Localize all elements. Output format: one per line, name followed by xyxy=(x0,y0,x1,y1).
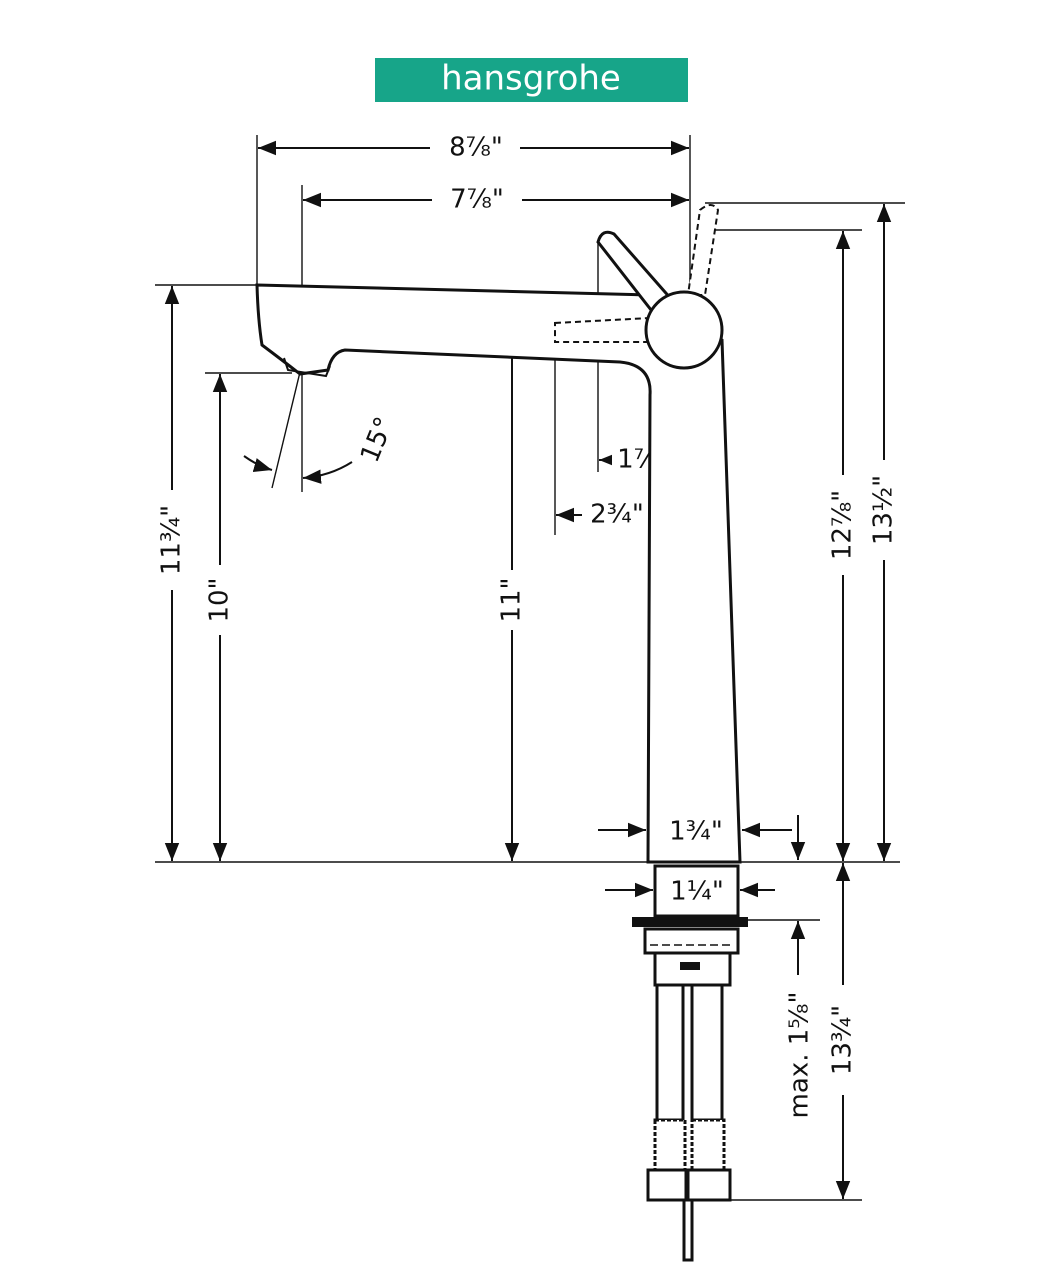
aerator xyxy=(283,357,331,378)
threaded-nut xyxy=(643,927,740,955)
hose-fitting-left xyxy=(653,1118,687,1172)
label-spray-angle: 15° xyxy=(355,413,400,467)
dimension-inner-spout-height: 11" xyxy=(496,324,528,861)
dimension-rod-offset: 2¾" xyxy=(556,500,689,530)
threaded-rod xyxy=(682,1198,694,1262)
dimension-handle-height: 12⅞" xyxy=(827,231,859,861)
dimension-max-deck-thickness: max. 1⅝" xyxy=(785,921,815,1118)
hose-fitting-right xyxy=(690,1118,726,1172)
lever-alternate-position xyxy=(686,204,720,296)
dimension-shank-diameter: 1¼" xyxy=(605,877,775,907)
dimension-base-diameter: 1¾" xyxy=(598,815,806,860)
label-handle-height: 12⅞" xyxy=(828,490,858,560)
label-spout-reach: 7⅞" xyxy=(450,185,504,215)
shank xyxy=(653,864,740,918)
label-rod-offset: 2¾" xyxy=(590,500,644,530)
logo-background xyxy=(375,58,688,102)
dimension-spout-outlet-height: 10" xyxy=(204,374,236,861)
hose-nut-left xyxy=(646,1168,688,1202)
label-total-height: 13½" xyxy=(869,475,899,545)
dimension-overall-width: 8⅞" xyxy=(258,132,689,164)
dimension-total-height: 13½" xyxy=(868,204,900,861)
label-base-diameter: 1¾" xyxy=(669,817,723,847)
mounting-plate xyxy=(632,917,748,927)
supply-hose-left xyxy=(655,983,685,1122)
label-overall-width: 8⅞" xyxy=(449,133,503,163)
supply-hose-right xyxy=(690,983,724,1122)
lever-handle xyxy=(596,230,675,318)
hose-nut-right xyxy=(686,1168,732,1202)
logo-text: hansgrohe xyxy=(441,59,621,99)
below-deck-assembly xyxy=(632,864,748,1262)
label-spout-outlet-height: 10" xyxy=(205,577,235,622)
dimension-below-deck-length: 13¾" xyxy=(827,863,859,1199)
label-spout-height-top: 11¾" xyxy=(157,505,187,575)
label-below-deck-length: 13¾" xyxy=(828,1005,858,1075)
dimension-spray-angle: 15° xyxy=(243,371,400,489)
label-shank-diameter: 1¼" xyxy=(670,877,724,907)
faucet-outline xyxy=(255,204,742,864)
hansgrohe-logo: hansgrohe xyxy=(375,58,688,102)
label-max-deck-thickness: max. 1⅝" xyxy=(785,992,815,1119)
dimension-spout-height-top: 11¾" xyxy=(156,286,188,861)
label-inner-spout-height: 11" xyxy=(497,577,527,622)
pop-up-rod xyxy=(554,316,651,343)
dimension-spout-reach: 7⅞" xyxy=(303,184,689,216)
lever-hub xyxy=(644,290,724,370)
